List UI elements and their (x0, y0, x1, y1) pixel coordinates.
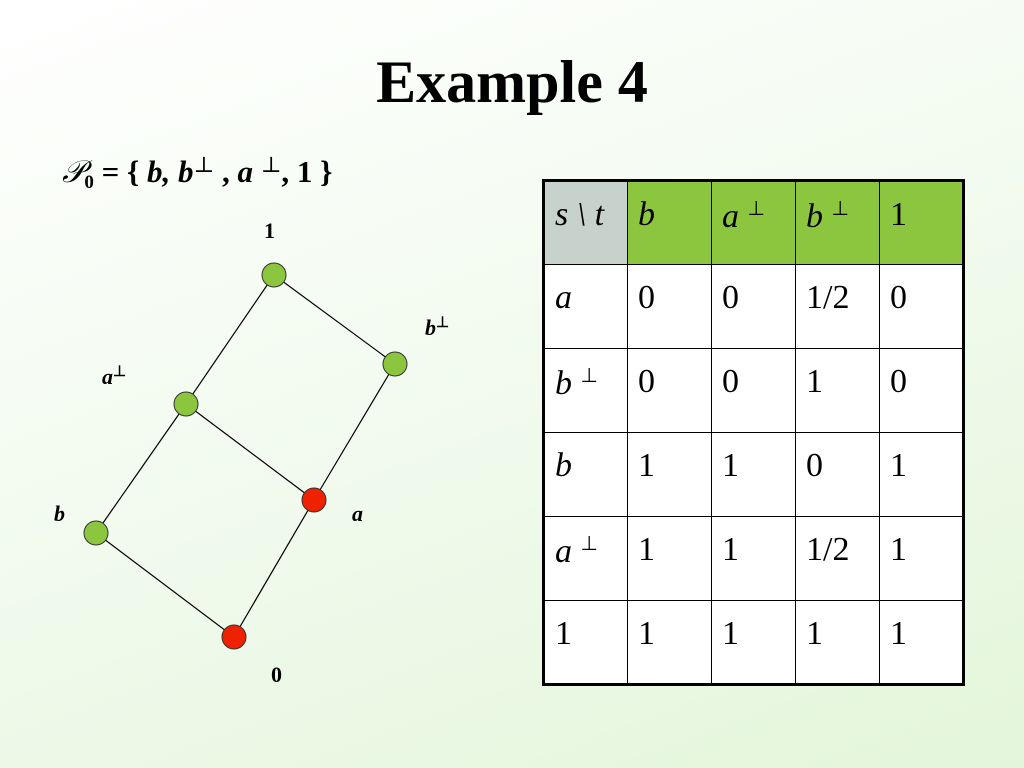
set-tail: , 1 } (281, 154, 333, 189)
table-cell: 0 (627, 264, 712, 349)
edge-1-bperp (273, 274, 396, 365)
table-row: a ⊥ 1 1 1/2 1 (543, 516, 964, 601)
set-element-b: b, b (147, 154, 194, 189)
node-a-perp (173, 391, 199, 417)
node-1 (261, 262, 287, 288)
set-equals-open: = { (93, 154, 147, 189)
header-text: s \ t (555, 196, 605, 233)
table-cell: 0 (879, 348, 964, 433)
header-text: b (638, 196, 655, 233)
label-a-perp-base: a (102, 364, 113, 389)
table-cell: 0 (795, 432, 880, 517)
row-label: 1 (543, 600, 628, 685)
row-label-text: 1 (555, 615, 572, 652)
label-b-perp-sup: ⊥ (436, 315, 449, 331)
header-text: 1 (890, 196, 907, 233)
table-cell: 1 (711, 600, 796, 685)
header-cell-b-perp: b ⊥ (795, 180, 880, 265)
row-label: a ⊥ (543, 516, 628, 601)
table-cell: 1/2 (795, 516, 880, 601)
table-cell: 0 (711, 264, 796, 349)
node-b (83, 520, 109, 546)
label-node-0: 0 (271, 662, 282, 687)
label-node-a: a (352, 501, 363, 526)
label-node-1: 1 (264, 218, 275, 243)
row-label: b ⊥ (543, 348, 628, 433)
perp-symbol: ⊥ (747, 198, 765, 220)
header-text: b (806, 198, 832, 235)
node-a (301, 487, 327, 513)
label-a-perp-sup: ⊥ (113, 364, 126, 380)
row-label-text: a (555, 279, 572, 316)
row-label: b (543, 432, 628, 517)
edge-b-0 (95, 532, 235, 638)
table-cell: 0 (711, 348, 796, 433)
table-row: 1 1 1 1 1 (543, 600, 964, 685)
table-cell: 1 (879, 432, 964, 517)
row-label-text: a (555, 533, 581, 570)
edge-bperp-a (313, 363, 396, 501)
node-0 (221, 624, 247, 650)
row-label-text: b (555, 447, 572, 484)
table-cell: 1 (627, 600, 712, 685)
table-cell: 1 (795, 348, 880, 433)
perp-symbol: ⊥ (193, 152, 215, 177)
perp-symbol: ⊥ (580, 365, 598, 387)
table-cell: 1 (711, 432, 796, 517)
header-cell-a-perp: a ⊥ (711, 180, 796, 265)
node-b-perp (382, 351, 408, 377)
table-row: b 1 1 0 1 (543, 432, 964, 517)
edge-a-0 (233, 499, 315, 638)
set-element-a: a (237, 154, 261, 189)
perp-symbol: ⊥ (260, 152, 282, 177)
label-node-a-perp: a⊥ (102, 364, 126, 389)
table-cell: 1 (879, 600, 964, 685)
table-cell: 0 (879, 264, 964, 349)
edge-1-aperp (185, 274, 275, 405)
table-cell: 1 (627, 432, 712, 517)
table-cell: 1 (711, 516, 796, 601)
set-separator: , (214, 154, 238, 189)
edge-aperp-b (95, 403, 187, 534)
header-cell-1: 1 (879, 180, 964, 265)
edge-aperp-a (185, 403, 315, 501)
set-definition: 𝒫0 = { b, b⊥ , a ⊥, 1 } (62, 152, 332, 194)
table-header-row: s \ t b a ⊥ b ⊥ 1 (543, 180, 964, 265)
header-text: a (722, 198, 748, 235)
row-label-text: b (555, 365, 581, 402)
label-node-b: b (54, 501, 65, 526)
table-row: b ⊥ 0 0 1 0 (543, 348, 964, 433)
table-cell: 1 (627, 516, 712, 601)
table-row: a 0 0 1/2 0 (543, 264, 964, 349)
perp-symbol: ⊥ (831, 198, 849, 220)
perp-symbol: ⊥ (580, 533, 598, 555)
header-cell-corner: s \ t (543, 180, 628, 265)
slide-title: Example 4 (376, 49, 648, 115)
table-cell: 1/2 (795, 264, 880, 349)
table-cell: 0 (627, 348, 712, 433)
script-p-symbol: 𝒫 (62, 154, 85, 190)
table-cell: 1 (795, 600, 880, 685)
set-subscript: 0 (84, 172, 94, 193)
truth-table: s \ t b a ⊥ b ⊥ 1 a 0 0 1/2 0 b ⊥ 0 0 1 … (542, 179, 965, 686)
label-node-b-perp: b⊥ (425, 315, 449, 340)
header-cell-b: b (627, 180, 712, 265)
table-cell: 1 (879, 516, 964, 601)
label-b-perp-base: b (425, 315, 436, 340)
row-label: a (543, 264, 628, 349)
